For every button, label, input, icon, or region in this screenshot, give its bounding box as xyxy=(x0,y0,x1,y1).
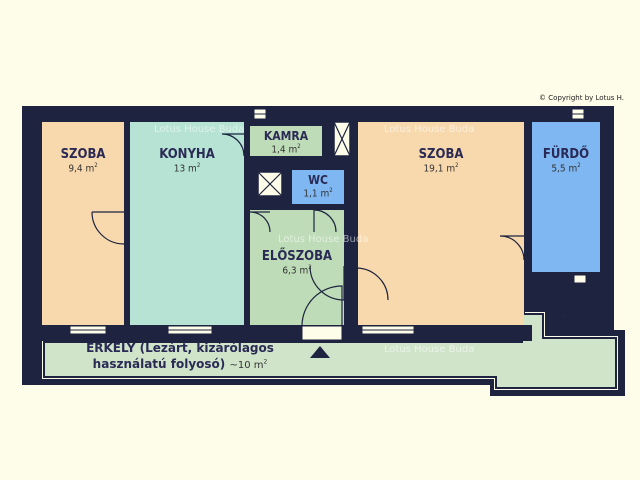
room-label-szoba-left: SZOBA 9,4 m2 xyxy=(60,147,106,175)
room-konyha xyxy=(130,122,244,325)
door-swing xyxy=(355,267,389,301)
room-label-wc: WC 1,1 m2 xyxy=(303,173,333,200)
watermark: Lotus House Buda xyxy=(384,124,475,135)
window xyxy=(253,108,267,120)
room-wc xyxy=(292,170,344,204)
window xyxy=(69,325,107,335)
balcony-title: ERKÉLY (Lezárt, kizárólagos xyxy=(86,341,274,355)
room-label-balcony: ERKÉLY (Lezárt, kizárólagos használatú f… xyxy=(60,340,300,373)
window xyxy=(573,274,587,284)
door-swing xyxy=(91,211,125,245)
entrance-door xyxy=(301,325,343,341)
door-swing xyxy=(249,211,271,233)
window xyxy=(571,108,585,120)
room-label-kamra: KAMRA 1,4 m2 xyxy=(263,129,309,156)
door-swing xyxy=(309,265,345,301)
watermark: Lotus House Buda xyxy=(154,124,245,135)
compass-icon xyxy=(549,304,583,328)
window xyxy=(167,325,213,335)
room-szoba-right xyxy=(358,122,524,325)
up-arrow-icon xyxy=(310,346,330,358)
room-label-eloszoba: ELŐSZOBA 6,3 m2 xyxy=(261,249,333,277)
room-label-szoba-right: SZOBA 19,1 m2 xyxy=(418,147,464,175)
room-szoba-left xyxy=(42,122,124,325)
room-kamra xyxy=(250,126,322,156)
door-swing xyxy=(499,235,525,261)
door-swing xyxy=(313,209,337,233)
window xyxy=(361,325,415,335)
room-label-furdo: FÜRDŐ 5,5 m2 xyxy=(542,147,590,175)
room-furdo xyxy=(532,122,600,272)
balcony-subtitle: használatú folyosó) ~10 m2 xyxy=(92,357,268,372)
room-eloszoba xyxy=(250,210,344,325)
door-swing xyxy=(301,285,343,327)
copyright-note: © Copyright by Lotus H. xyxy=(539,94,624,102)
door-swing xyxy=(221,133,245,157)
watermark: Lotus House Buda xyxy=(384,344,475,355)
watermark: Lotus House Buda xyxy=(278,234,369,245)
room-label-konyha: KONYHA 13 m2 xyxy=(159,147,215,175)
